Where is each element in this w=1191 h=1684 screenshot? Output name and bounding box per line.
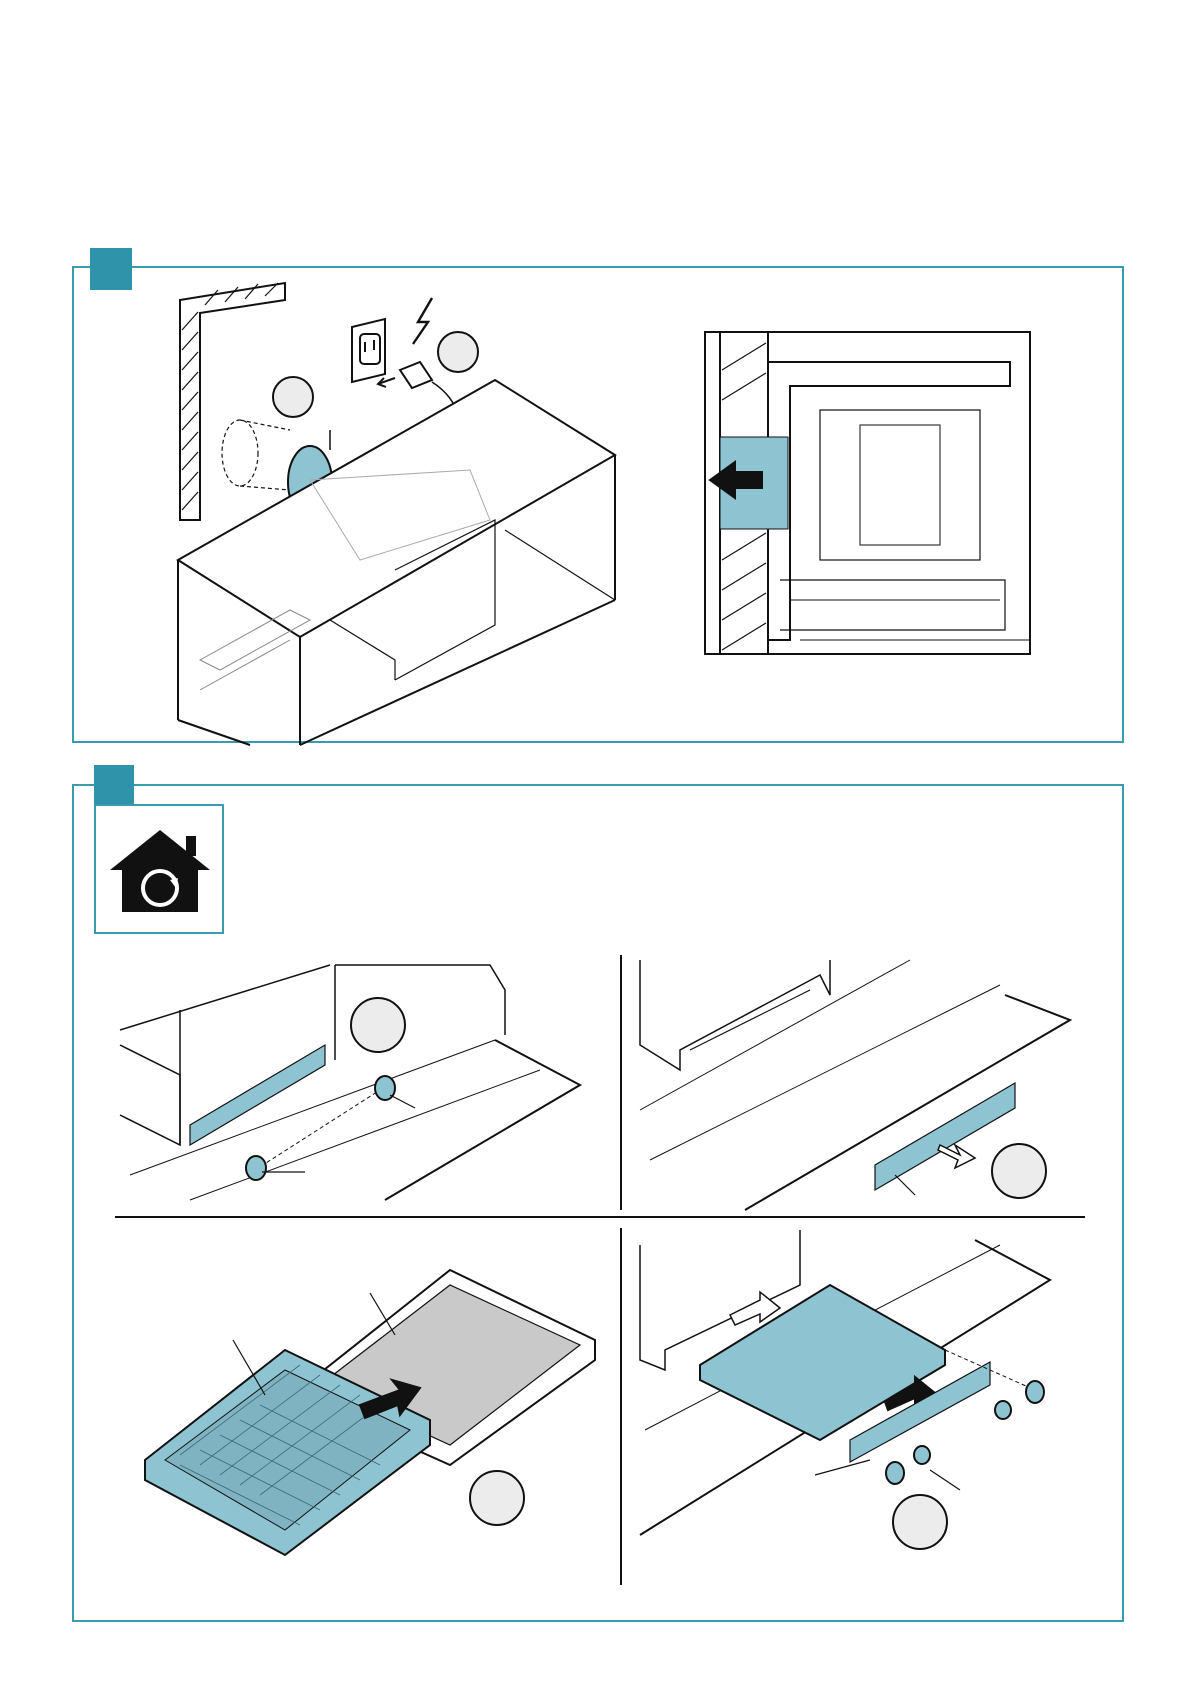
house-recirculation-icon [110, 830, 210, 912]
step-swap-filter [145, 1270, 595, 1555]
callout-circle [351, 998, 405, 1052]
callout-circle [893, 1495, 947, 1549]
step-insert-filter [640, 1230, 1050, 1535]
callout-circle [470, 1471, 524, 1525]
callout-circle [992, 1144, 1046, 1198]
step-remove-screws [120, 965, 580, 1200]
